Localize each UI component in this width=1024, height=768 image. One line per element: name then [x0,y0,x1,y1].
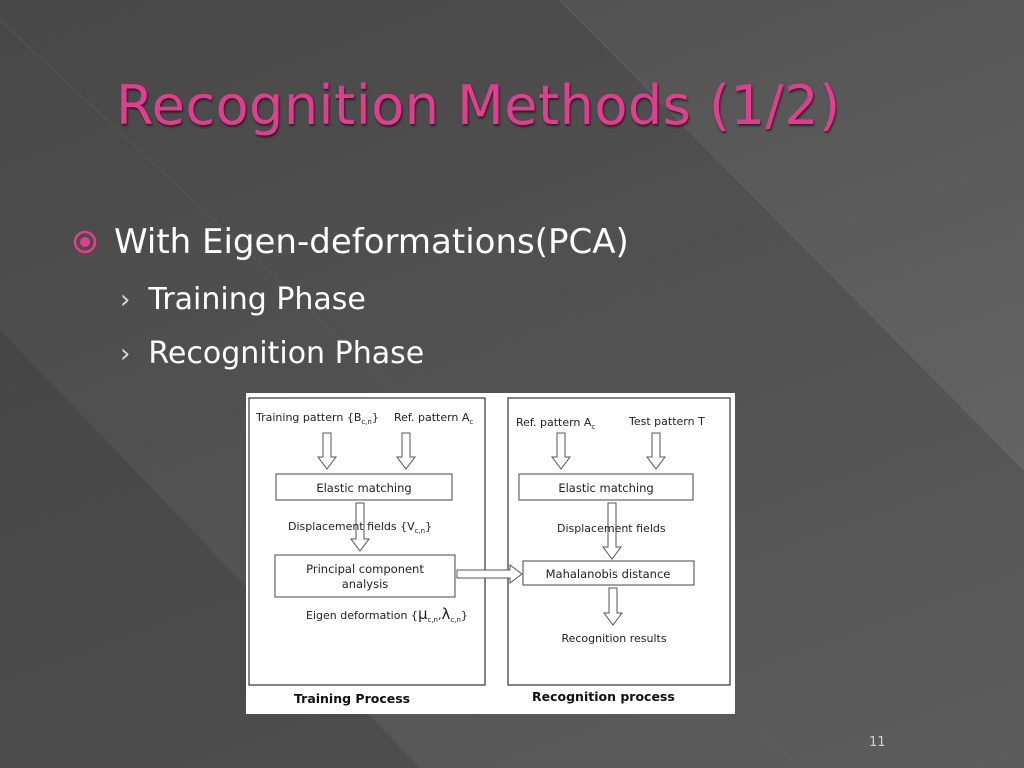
sub-bullet-training: › Training Phase [120,282,366,317]
training-input-pattern: Training pattern {Bc,n} [255,411,379,426]
training-ref-pattern: Ref. pattern Ac [394,411,473,426]
down-arrow-icon [602,502,622,560]
main-bullet-text: With Eigen-deformations(PCA) [114,222,629,262]
right-arrow-icon [456,564,523,584]
down-arrow-icon [603,587,623,626]
training-elastic-matching-label: Elastic matching [316,481,411,495]
slide-title: Recognition Methods (1/2) [116,74,841,137]
training-panel [248,397,486,686]
down-arrow-icon [551,432,571,470]
page-number: 11 [869,735,886,750]
eigen-deformation-label: Eigen deformation {μc,n,λc,n} [306,605,468,624]
recognition-elastic-matching-box [518,473,694,501]
recognition-test-pattern: Test pattern T [628,415,705,428]
recognition-panel [507,397,731,686]
sub-bullet-recognition: › Recognition Phase [120,336,424,371]
training-elastic-matching-box [275,473,453,501]
diagram-canvas: Training pattern {Bc,n} Ref. pattern Ac … [248,397,731,706]
mahalanobis-label: Mahalanobis distance [546,567,671,581]
down-arrow-icon [646,432,666,470]
chevron-right-icon: › [120,284,131,315]
training-process-label: Training Process [294,691,410,706]
sub-bullet-text: Training Phase [148,282,366,317]
circle-bullet-icon [73,230,97,254]
chevron-right-icon: › [120,338,131,369]
recognition-process-label: Recognition process [532,689,675,704]
mahalanobis-box [522,560,695,586]
recognition-elastic-matching-label: Elastic matching [558,481,653,495]
down-arrow-icon [350,502,370,552]
pca-label-line2: analysis [342,577,389,591]
recognition-ref-pattern: Ref. pattern Ac [516,416,595,431]
recognition-results-label: Recognition results [561,632,666,645]
recognition-displacement-label: Displacement fields [557,522,666,535]
flow-diagram: Training pattern {Bc,n} Ref. pattern Ac … [246,393,735,714]
pca-box [274,554,456,598]
main-bullet: With Eigen-deformations(PCA) [72,222,629,262]
down-arrow-icon [317,432,337,470]
pca-label-line1: Principal component [306,562,424,576]
down-arrow-icon [396,432,416,470]
training-displacement-label: Displacement fields {Vc,n} [288,520,432,535]
sub-bullet-text: Recognition Phase [148,336,425,371]
